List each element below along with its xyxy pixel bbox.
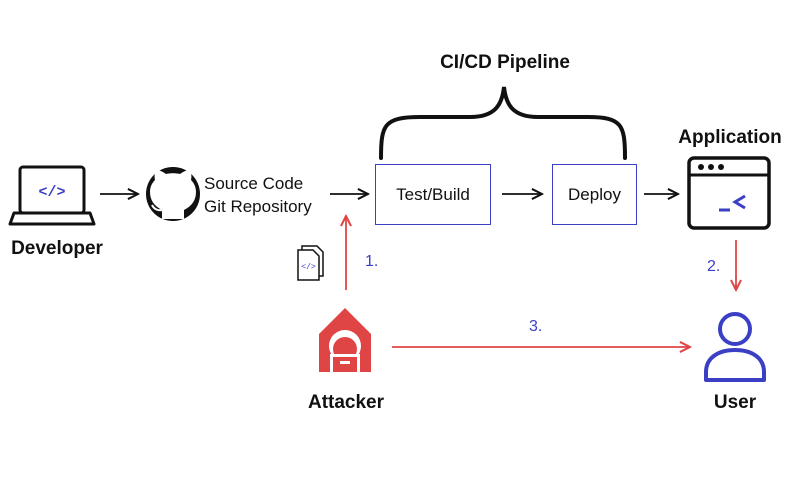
svg-text:</>: </> (301, 263, 316, 272)
pipeline-title: CI/CD Pipeline (440, 52, 570, 73)
test-build-label: Test/Build (396, 184, 470, 204)
step-1-label: 1. (365, 253, 379, 270)
step-3-label: 3. (529, 318, 543, 335)
terminal-window-icon (687, 156, 771, 230)
repo-label-line2: Git Repository (204, 197, 312, 216)
test-build-box: Test/Build (375, 164, 491, 225)
pipeline-brace (379, 86, 627, 160)
step-2-label: 2. (707, 258, 721, 275)
developer-label: Developer (11, 238, 103, 259)
laptop-code-icon: </> (8, 165, 96, 226)
deploy-label: Deploy (568, 184, 621, 204)
attacker-label: Attacker (307, 392, 385, 413)
github-icon (146, 167, 200, 221)
user-label: User (713, 392, 757, 413)
hooded-attacker-icon (319, 308, 371, 372)
deploy-box: Deploy (552, 164, 637, 225)
user-icon (704, 312, 766, 382)
code-file-icon: </> (297, 245, 324, 281)
repo-label-line1: Source Code (204, 174, 304, 193)
svg-text:</>: </> (38, 184, 65, 201)
application-label: Application (678, 127, 782, 148)
